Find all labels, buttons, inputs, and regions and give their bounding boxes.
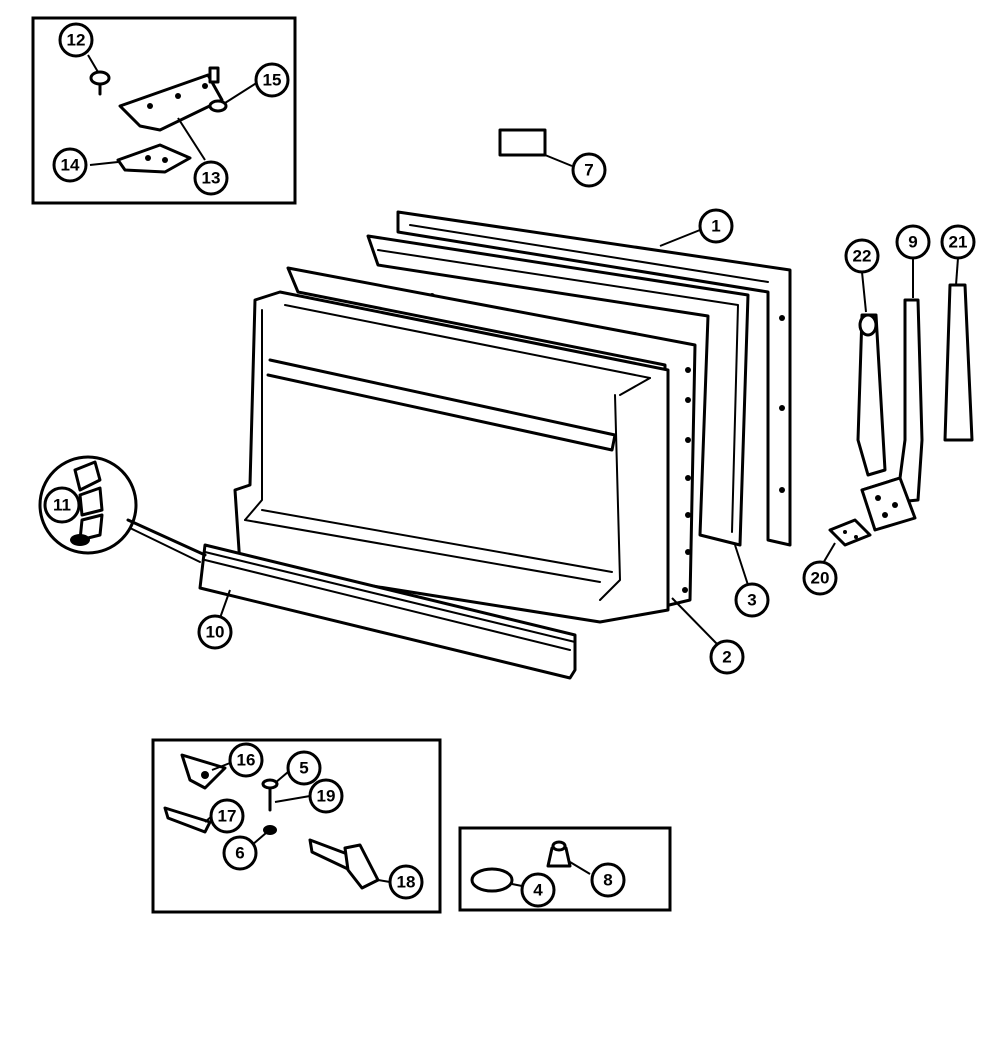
latch-inset: [151, 738, 442, 914]
part-10-bin-rail: [198, 543, 577, 680]
plug-inset: [458, 826, 672, 912]
part-6-washer: [263, 825, 277, 835]
door-bin: [233, 290, 670, 624]
svg-text:11: 11: [53, 496, 71, 515]
callout-16: 16: [228, 742, 264, 778]
callout-13: 13: [193, 160, 229, 196]
svg-text:10: 10: [206, 623, 225, 642]
svg-text:7: 7: [584, 161, 593, 180]
svg-text:4: 4: [533, 881, 543, 900]
svg-text:8: 8: [603, 871, 612, 890]
part-8-stud: [546, 840, 591, 875]
svg-text:15: 15: [263, 71, 282, 90]
part-17-latch-lever: [163, 806, 212, 834]
callout-3: 3: [734, 582, 770, 618]
part-13-hinge-plate: [118, 66, 224, 132]
part-18-latch-bracket: [308, 838, 391, 890]
inset-box-border: [31, 16, 297, 205]
latch-box-border: [151, 738, 442, 914]
part-21-strip: [943, 257, 974, 442]
part-15-washer: [208, 99, 228, 113]
part-12-screw: [89, 70, 111, 96]
svg-text:18: 18: [397, 873, 416, 892]
part-4-plug: [470, 867, 514, 893]
callout-7: 7: [571, 152, 607, 188]
callout-2: 2: [709, 639, 745, 675]
svg-text:12: 12: [67, 31, 86, 50]
callout-9: 9: [895, 224, 931, 260]
svg-text:6: 6: [235, 844, 244, 863]
part-5-screw: [261, 771, 311, 812]
part-20-shim: [821, 518, 872, 566]
part-3-gasket: [366, 234, 750, 586]
svg-text:1: 1: [711, 217, 720, 236]
part-11-detail: [38, 455, 207, 563]
part-7-label: [498, 128, 573, 167]
svg-text:5: 5: [299, 759, 308, 778]
part-9-hinge: [860, 258, 924, 532]
callout-4: 4: [520, 872, 556, 908]
svg-text:20: 20: [811, 569, 830, 588]
svg-text:19: 19: [317, 787, 336, 806]
callout-22: 22: [844, 238, 880, 274]
callout-5: 5: [286, 750, 322, 786]
svg-text:13: 13: [202, 169, 221, 188]
callout-6: 6: [222, 835, 258, 871]
callout-15: 15: [254, 62, 290, 98]
callout-17: 17: [209, 798, 245, 834]
svg-text:16: 16: [237, 751, 256, 770]
plug-box-border: [458, 826, 672, 912]
part-1-outer-door: [396, 210, 792, 547]
svg-text:17: 17: [218, 807, 237, 826]
part-22-hinge-cover: [856, 271, 887, 477]
callout-14: 14: [52, 147, 88, 183]
callout-21: 21: [940, 224, 976, 260]
svg-text:9: 9: [908, 233, 917, 252]
callout-19: 19: [308, 778, 344, 814]
svg-text:22: 22: [853, 247, 872, 266]
callout-10: 10: [197, 614, 233, 650]
callout-1: 1: [698, 208, 734, 244]
svg-text:14: 14: [61, 156, 80, 175]
svg-text:2: 2: [722, 648, 731, 667]
callout-18: 18: [388, 864, 424, 900]
callout-11: 11: [43, 486, 81, 524]
svg-text:21: 21: [949, 233, 968, 252]
callout-20: 20: [802, 560, 838, 596]
hinge-inset: [31, 16, 297, 205]
callout-8: 8: [590, 862, 626, 898]
callout-12: 12: [58, 22, 94, 58]
svg-text:3: 3: [747, 591, 756, 610]
part-14-shim: [116, 143, 192, 174]
